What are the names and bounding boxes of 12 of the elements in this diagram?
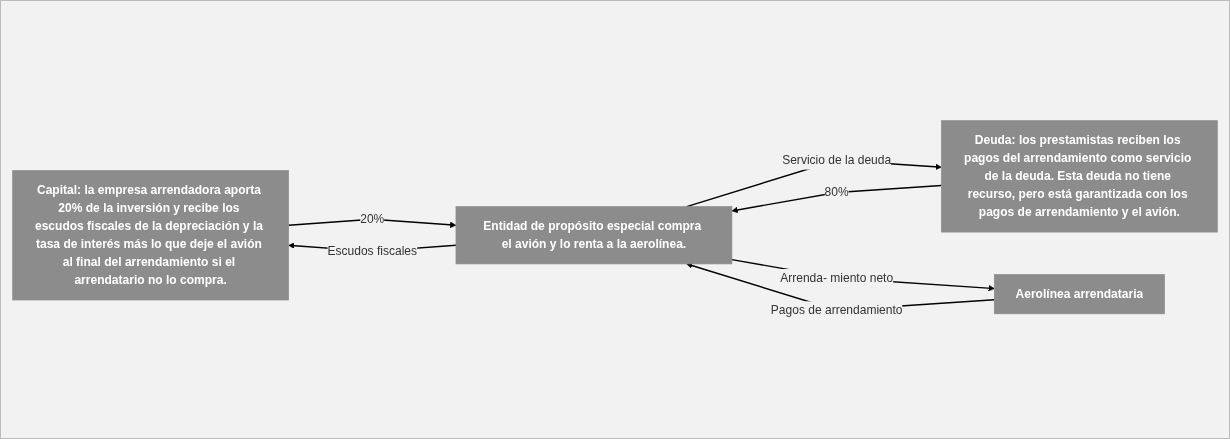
node-box: Entidad de propósito especial compra el avión y lo renta a la aerolínea. <box>455 205 733 264</box>
node-box: Deuda: los prestamistas reciben los pagos del arrendamiento como servicio de la deuda. Esta deuda no tiene recurso, pero está garantizada con los pagos de arrendamiento y el avión. <box>941 119 1218 232</box>
edge-label: Servicio de la deuda <box>782 152 892 167</box>
node-box: Capital: la empresa arrendadora aporta 20% de la inversión y recibe los escudos fiscales de la depreciación y la tasa de interés más lo que deje el avión al final del arrendamiento si el arrendatario no lo compra. <box>12 169 289 300</box>
node-box: Aerolínea arrendataria <box>993 273 1165 314</box>
edge-label: 80% <box>824 185 849 199</box>
edge-label: 20% <box>360 211 385 226</box>
edge-label: Escudos fiscales <box>327 244 418 258</box>
arrow <box>731 258 995 291</box>
edge-label: Pagos de arrendamiento <box>770 302 903 317</box>
edge-label: Arrenda- miento neto <box>780 270 894 285</box>
arrow <box>731 184 943 213</box>
